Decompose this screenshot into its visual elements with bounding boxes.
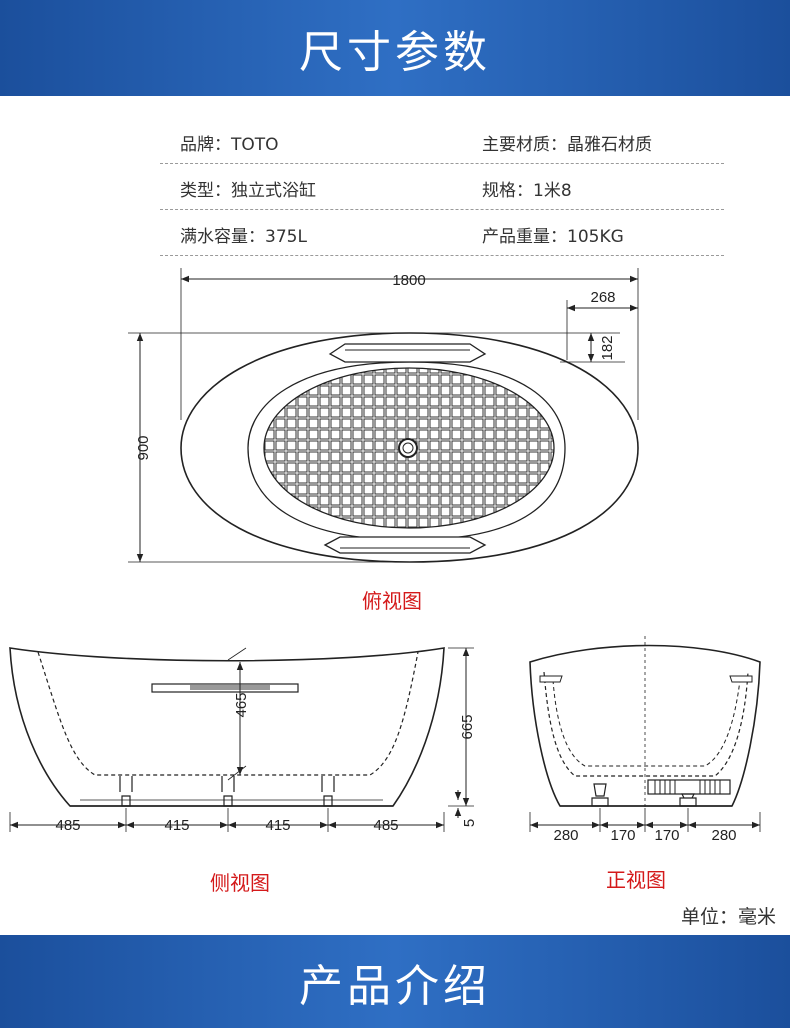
- front-dim-2: 170: [610, 827, 635, 844]
- side-dim-4: 485: [373, 817, 398, 834]
- spec-row: 品牌：TOTO 主要材质：晶雅石材质: [160, 118, 724, 164]
- spec-brand: 品牌：TOTO: [180, 135, 279, 155]
- spec-type: 类型：独立式浴缸: [180, 181, 316, 201]
- front-dim-3: 170: [654, 827, 679, 844]
- dim-base: 5: [461, 819, 478, 827]
- dim-inner-depth: 465: [233, 692, 250, 717]
- side-dim-1: 485: [55, 817, 80, 834]
- spec-row: 满水容量：375L 产品重量：105KG: [160, 210, 724, 256]
- side-view: [9, 647, 474, 832]
- spec-row: 类型：独立式浴缸 规格：1米8: [160, 164, 724, 210]
- unit-note: 单位：毫米: [680, 906, 776, 928]
- header-banner: 尺寸参数: [0, 0, 790, 96]
- front-dim-4: 280: [711, 827, 736, 844]
- spec-size: 规格：1米8: [482, 181, 572, 201]
- dim-length: 1800: [392, 272, 425, 289]
- top-view: [128, 268, 639, 563]
- spec-table: 品牌：TOTO 主要材质：晶雅石材质 类型：独立式浴缸 规格：1米8 满水容量：…: [160, 118, 724, 256]
- spec-capacity: 满水容量：375L: [180, 227, 307, 247]
- dim-offset: 268: [590, 289, 615, 306]
- front-view-caption: 正视图: [606, 868, 666, 892]
- top-view-caption: 俯视图: [362, 589, 422, 613]
- front-dim-1: 280: [553, 827, 578, 844]
- spec-weight: 产品重量：105KG: [482, 227, 624, 247]
- side-dim-3: 415: [265, 817, 290, 834]
- spec-material: 主要材质：晶雅石材质: [482, 135, 652, 155]
- section-title: 产品介绍: [299, 960, 491, 1012]
- side-view-caption: 侧视图: [210, 871, 270, 895]
- dim-width: 900: [135, 435, 152, 460]
- dim-height: 665: [459, 714, 476, 739]
- footer-banner: 产品介绍: [0, 935, 790, 1028]
- side-dim-2: 415: [164, 817, 189, 834]
- front-view: [529, 636, 761, 832]
- page-title: 尺寸参数: [299, 27, 491, 78]
- dim-edge: 182: [599, 335, 616, 360]
